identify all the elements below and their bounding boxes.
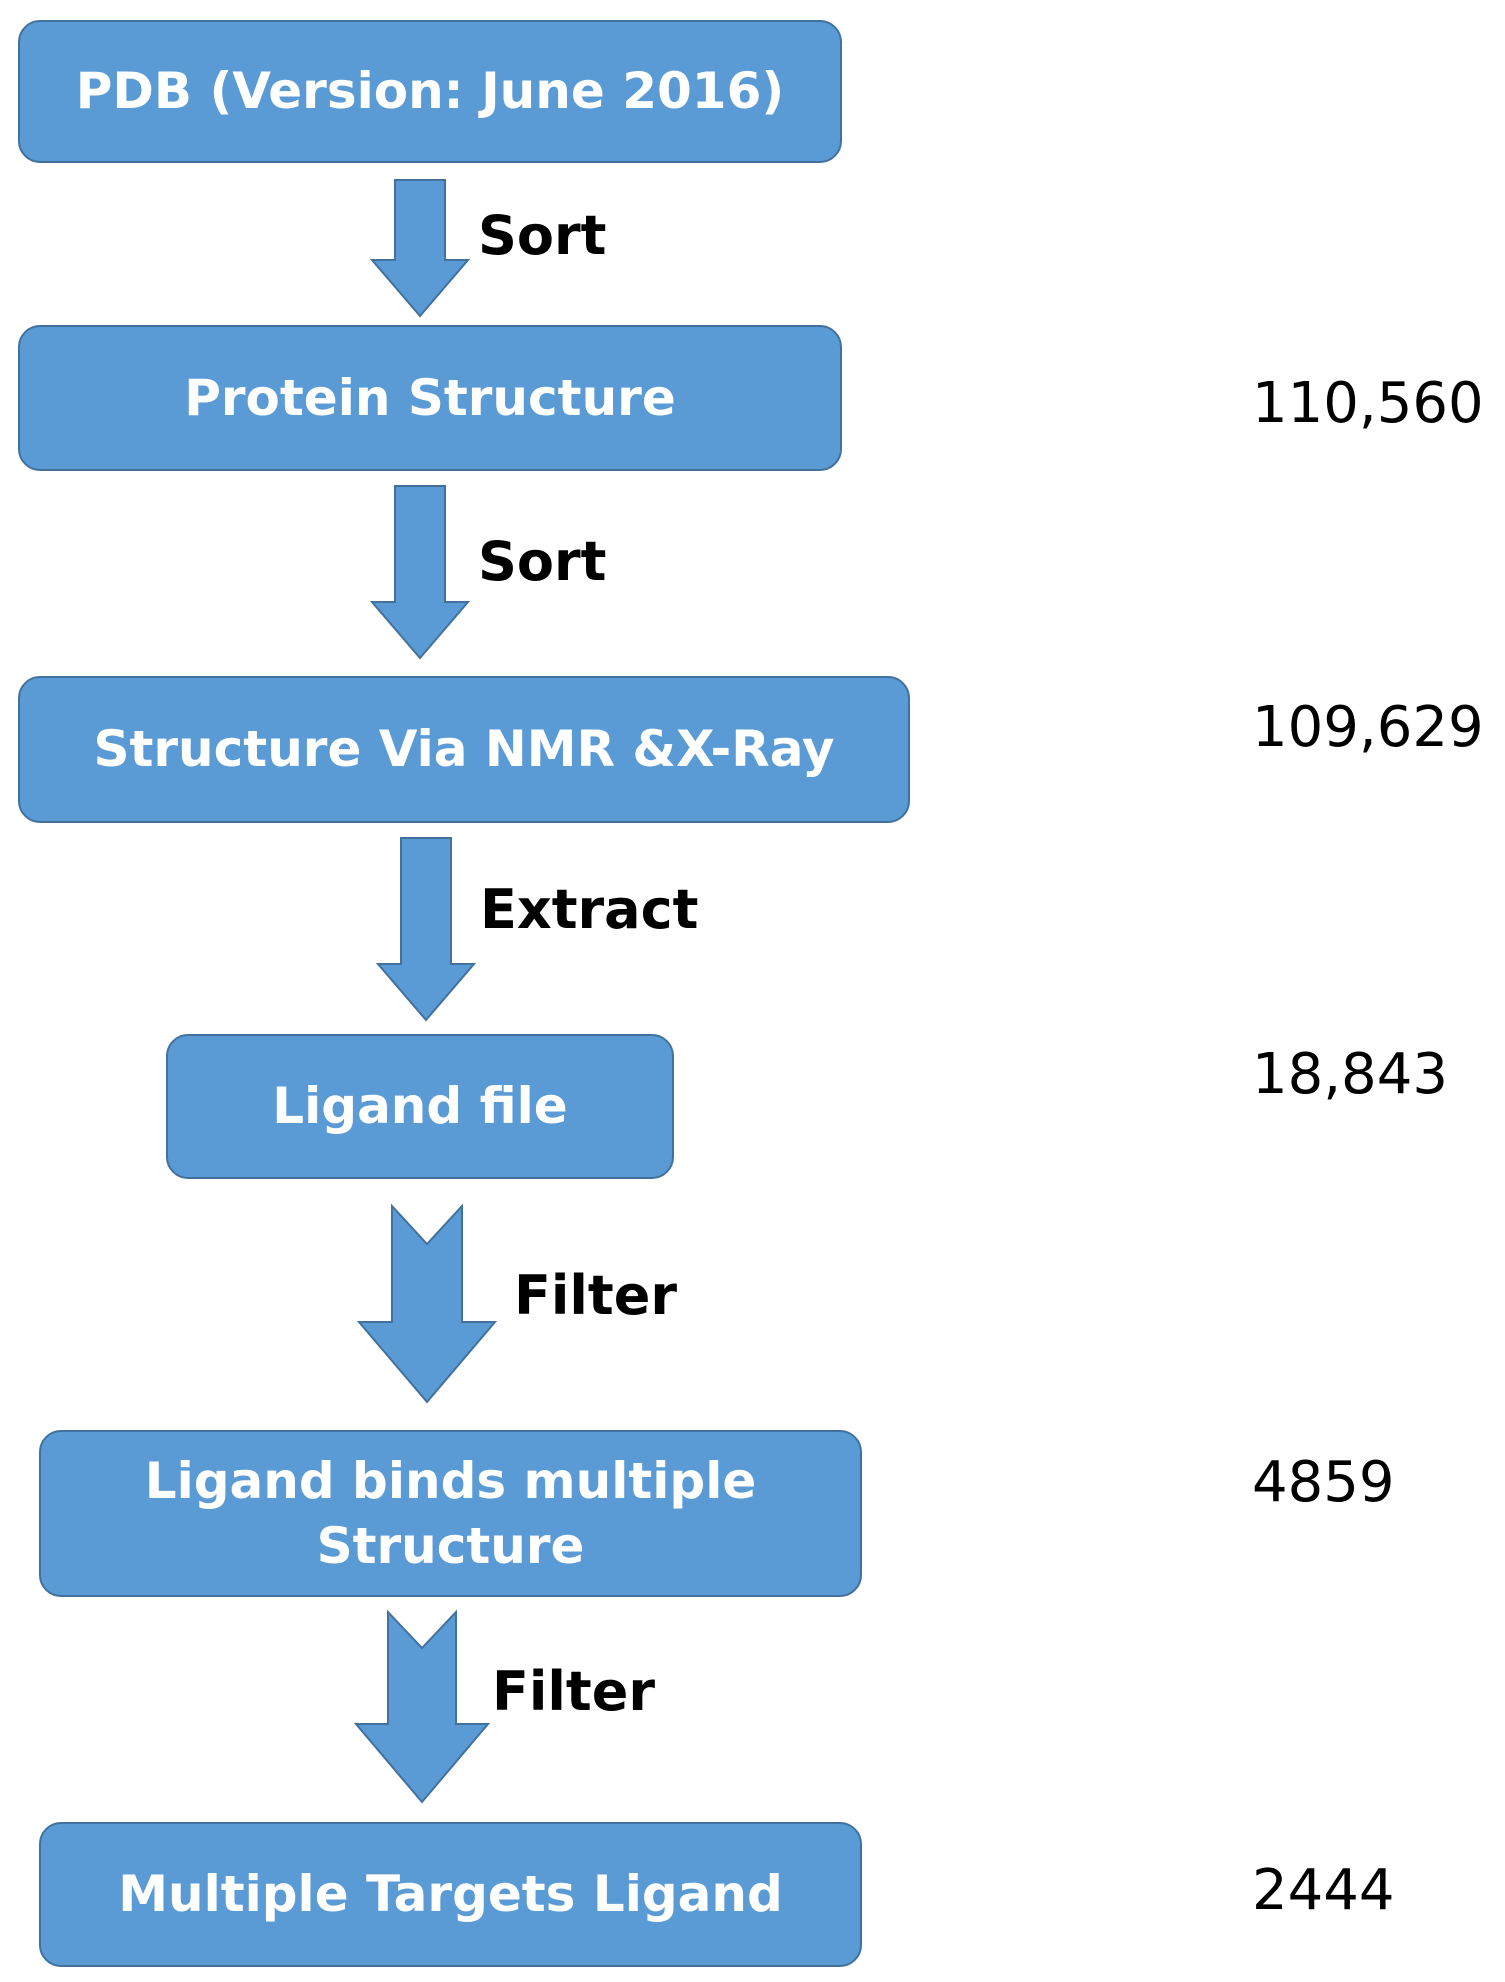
box-structure-nmr-xray: Structure Via NMR &X-Ray [18, 676, 910, 823]
step-label-sort-1: Sort [478, 204, 607, 267]
box-ligand-binds-multiple-text: Ligand binds multiple Structure [144, 1451, 757, 1575]
arrow-down-icon [375, 837, 477, 1022]
step-label-filter-1: Filter [514, 1264, 677, 1327]
box-multiple-targets-ligand: Multiple Targets Ligand [39, 1822, 862, 1967]
box-protein-structure: Protein Structure [18, 325, 842, 471]
box-protein-structure-text: Protein Structure [184, 368, 676, 427]
step-label-filter-2: Filter [492, 1660, 655, 1723]
count-ligand-binds-multiple: 4859 [1252, 1450, 1395, 1515]
box-ligand-file-text: Ligand file [272, 1077, 568, 1135]
step-label-extract: Extract [480, 878, 699, 941]
count-protein-structure: 110,560 [1252, 371, 1484, 436]
count-multiple-targets-ligand: 2444 [1252, 1858, 1395, 1923]
box-ligand-binds-multiple: Ligand binds multiple Structure [39, 1430, 862, 1597]
box-pdb-version-text: PDB (Version: June 2016) [75, 62, 785, 120]
box-structure-nmr-xray-text: Structure Via NMR &X-Ray [93, 720, 835, 778]
box-pdb-version: PDB (Version: June 2016) [18, 20, 842, 163]
notched-arrow-down-icon [353, 1609, 491, 1804]
step-label-sort-2: Sort [478, 530, 607, 593]
arrow-down-icon [369, 485, 471, 660]
arrow-down-icon [369, 179, 471, 318]
count-ligand-file: 18,843 [1252, 1042, 1448, 1107]
count-structure-nmr-xray: 109,629 [1252, 695, 1484, 760]
box-ligand-file: Ligand file [166, 1034, 674, 1179]
box-multiple-targets-ligand-text: Multiple Targets Ligand [118, 1865, 783, 1923]
notched-arrow-down-icon [356, 1203, 498, 1404]
